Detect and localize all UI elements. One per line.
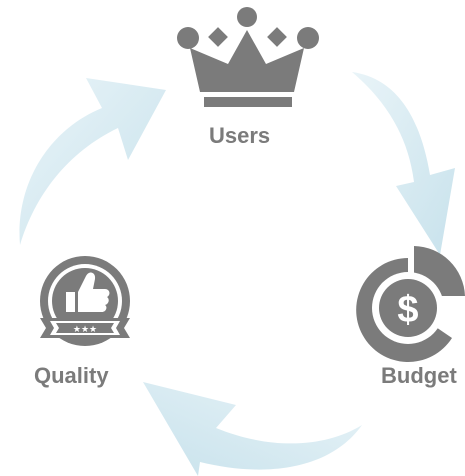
arrow-budget-to-quality: [143, 382, 362, 476]
svg-text:★★★: ★★★: [73, 325, 97, 335]
dollar-pie-chart-icon: $: [356, 246, 465, 362]
arrow-users-to-budget: [352, 72, 455, 255]
node-label-users: Users: [209, 123, 271, 148]
arrow-quality-to-users: [19, 78, 166, 245]
node-label-budget: Budget: [381, 363, 457, 388]
node-label-quality: Quality: [34, 363, 109, 388]
svg-text:$: $: [397, 289, 418, 331]
crown-icon: [177, 7, 319, 107]
thumbs-up-badge-icon: ★★★: [40, 256, 130, 346]
